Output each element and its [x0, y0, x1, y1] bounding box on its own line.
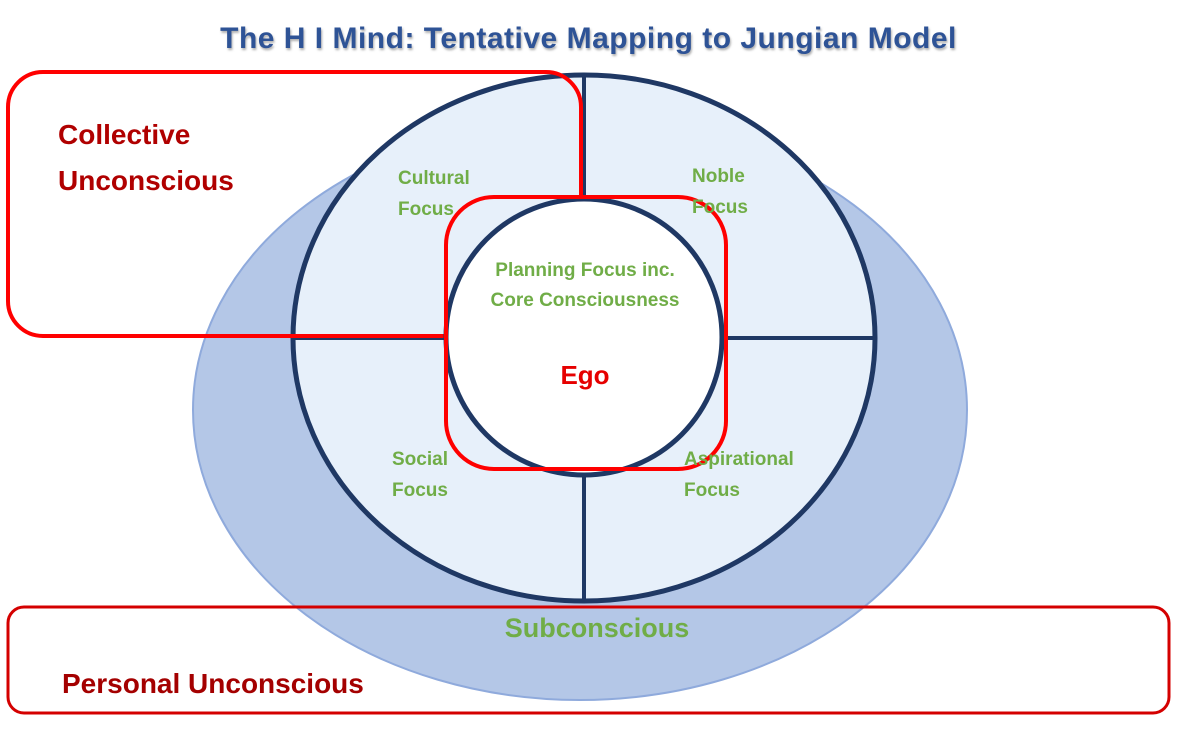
- personal-unconscious-box: [6, 605, 1171, 715]
- collective-unconscious-label: Collective Unconscious: [58, 119, 234, 196]
- ego-label: Ego: [560, 360, 610, 390]
- quadrant-label-social-focus: Social Focus: [392, 449, 448, 501]
- quadrant-label-aspirational-focus: Aspirational Focus: [684, 449, 794, 501]
- quadrant-label-noble-focus: Noble Focus: [692, 166, 748, 218]
- subconscious-label: Subconscious: [504, 613, 690, 643]
- personal-unconscious-label: Personal Unconscious: [62, 668, 364, 699]
- quadrant-label-cultural-focus: Cultural Focus: [398, 168, 470, 220]
- ego-circle: [443, 196, 725, 478]
- planning-focus-label: Planning Focus inc. Core Consciousness: [490, 260, 680, 311]
- ego-box: [444, 195, 728, 471]
- page-title: The H I Mind: Tentative Mapping to Jungi…: [220, 22, 957, 55]
